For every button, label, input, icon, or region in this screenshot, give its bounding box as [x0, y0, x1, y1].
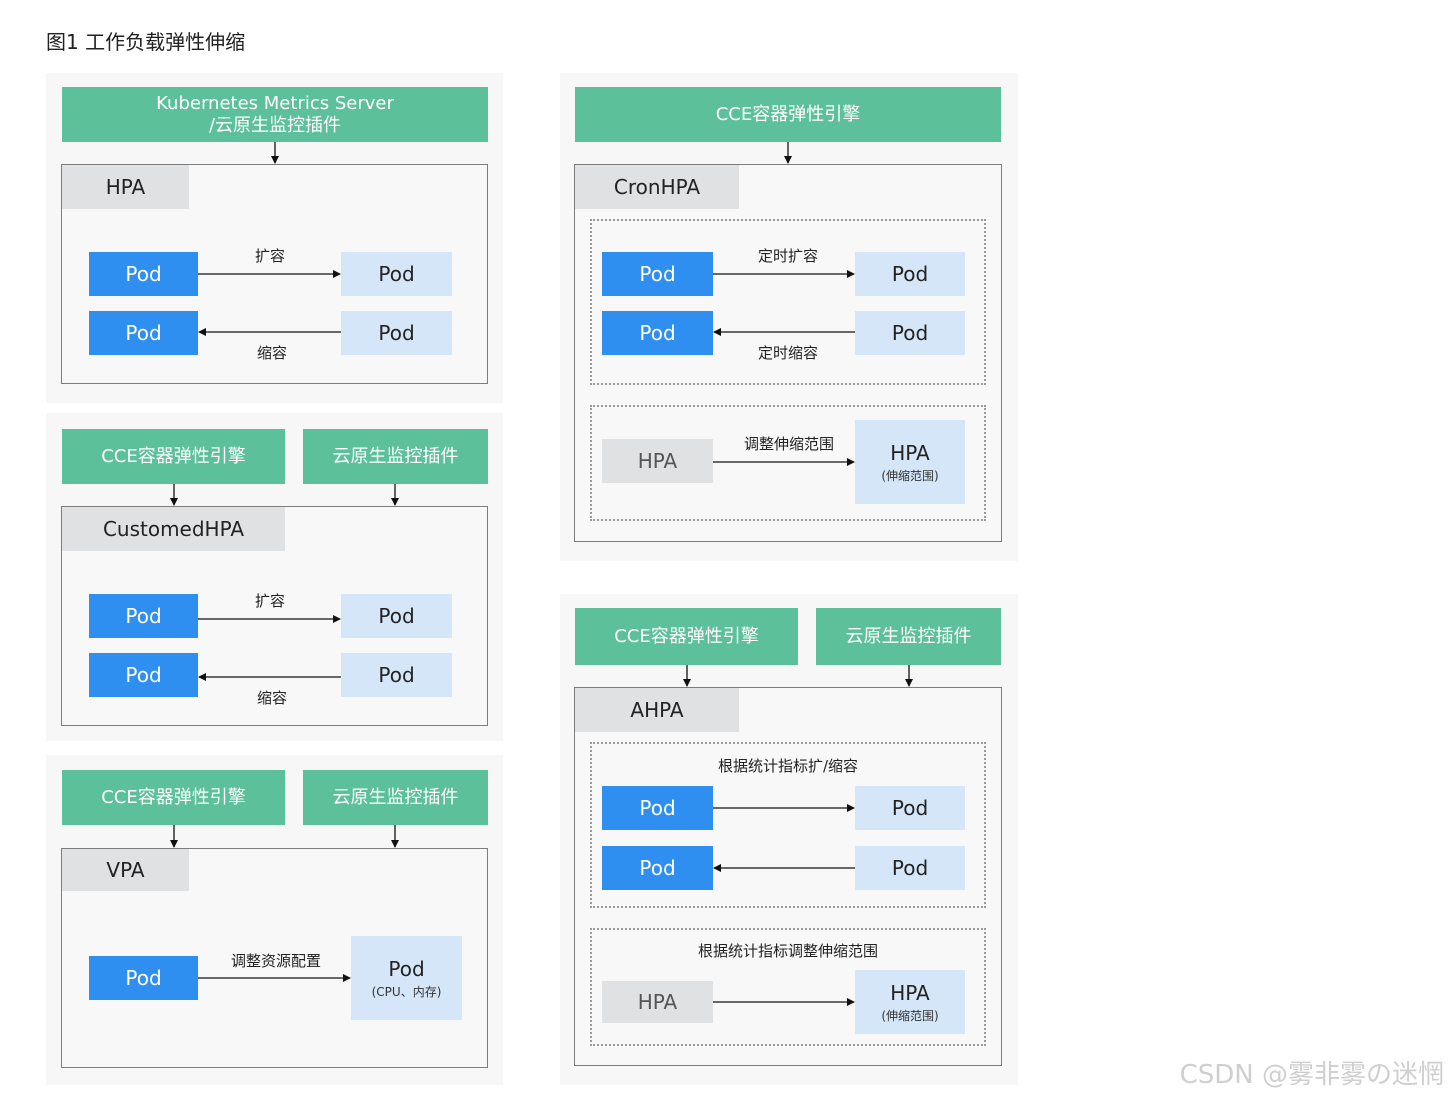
cron-scale-in-label: 定时缩容	[757, 344, 818, 362]
ahpa-metric-scale-label: 根据统计指标扩/缩容	[717, 757, 859, 775]
cron-pod-dst-1: Pod	[855, 252, 965, 296]
ahpa-metric-adjust-label: 根据统计指标调整伸缩范围	[697, 942, 878, 960]
customed-hpa-pod-src-2: Pod	[89, 653, 198, 697]
ahpa-source-cce: CCE容器弹性引擎	[575, 608, 798, 665]
csdn-watermark: CSDN @雾非雾の迷惘	[1179, 1060, 1444, 1090]
cron-scale-group	[590, 219, 986, 385]
ahpa-pod-src-1: Pod	[602, 786, 713, 830]
hpa-pod-src-1: Pod	[89, 252, 198, 296]
vpa-pod-target: Pod (CPU、内存)	[351, 936, 462, 1020]
cron-hpa-target-sub: (伸缩范围)	[881, 468, 939, 483]
cron-adjust-label: 调整伸缩范围	[743, 435, 834, 453]
hpa-pod-dst-1: Pod	[341, 252, 452, 296]
cron-scale-out-label: 定时扩容	[757, 247, 818, 265]
cron-hpa-label: HPA	[602, 439, 713, 483]
hpa-pod-src-2: Pod	[89, 311, 198, 355]
cron-hpa-source-cce: CCE容器弹性引擎	[575, 87, 1001, 142]
vpa-action-label: 调整资源配置	[230, 952, 321, 970]
cron-hpa-target-label: HPA	[890, 440, 930, 465]
hpa-pod-dst-2: Pod	[341, 311, 452, 355]
cron-hpa-title: CronHPA	[575, 165, 739, 209]
vpa-pod-target-sub: (CPU、内存)	[371, 984, 442, 999]
ahpa-title: AHPA	[575, 688, 739, 732]
customed-hpa-pod-src-1: Pod	[89, 594, 198, 638]
customed-hpa-source-monitor: 云原生监控插件	[303, 429, 488, 484]
ahpa-hpa-target-sub: (伸缩范围)	[881, 1008, 939, 1023]
hpa-title: HPA	[62, 165, 189, 209]
ahpa-hpa-target-label: HPA	[890, 980, 930, 1005]
vpa-pod-src: Pod	[89, 956, 198, 1000]
ahpa-pod-dst-1: Pod	[855, 786, 965, 830]
vpa-title: VPA	[62, 849, 189, 891]
ahpa-pod-src-2: Pod	[602, 846, 713, 890]
vpa-pod-target-label: Pod	[388, 956, 425, 981]
customed-hpa-scale-in-label: 缩容	[256, 689, 287, 707]
customed-hpa-scale-out-label: 扩容	[254, 592, 285, 610]
cron-pod-src-2: Pod	[602, 311, 713, 355]
ahpa-pod-dst-2: Pod	[855, 846, 965, 890]
customed-hpa-source-cce: CCE容器弹性引擎	[62, 429, 285, 484]
customed-hpa-pod-dst-2: Pod	[341, 653, 452, 697]
customed-hpa-pod-dst-1: Pod	[341, 594, 452, 638]
ahpa-hpa-label: HPA	[602, 981, 713, 1023]
hpa-scale-in-label: 缩容	[256, 344, 287, 362]
ahpa-source-monitor: 云原生监控插件	[816, 608, 1001, 665]
hpa-scale-out-label: 扩容	[254, 247, 285, 265]
cron-pod-dst-2: Pod	[855, 311, 965, 355]
ahpa-scale-group	[590, 742, 986, 908]
figure-caption: 图1 工作负载弹性伸缩	[46, 30, 246, 54]
cron-hpa-target: HPA (伸缩范围)	[855, 420, 965, 504]
vpa-source-monitor: 云原生监控插件	[303, 770, 488, 825]
ahpa-hpa-target: HPA (伸缩范围)	[855, 970, 965, 1034]
cron-hpa-range-group	[590, 405, 986, 521]
ahpa-hpa-range-group	[590, 928, 986, 1046]
cron-pod-src-1: Pod	[602, 252, 713, 296]
customed-hpa-title: CustomedHPA	[62, 507, 285, 551]
vpa-source-cce: CCE容器弹性引擎	[62, 770, 285, 825]
hpa-metrics-source: Kubernetes Metrics Server /云原生监控插件	[62, 87, 488, 142]
